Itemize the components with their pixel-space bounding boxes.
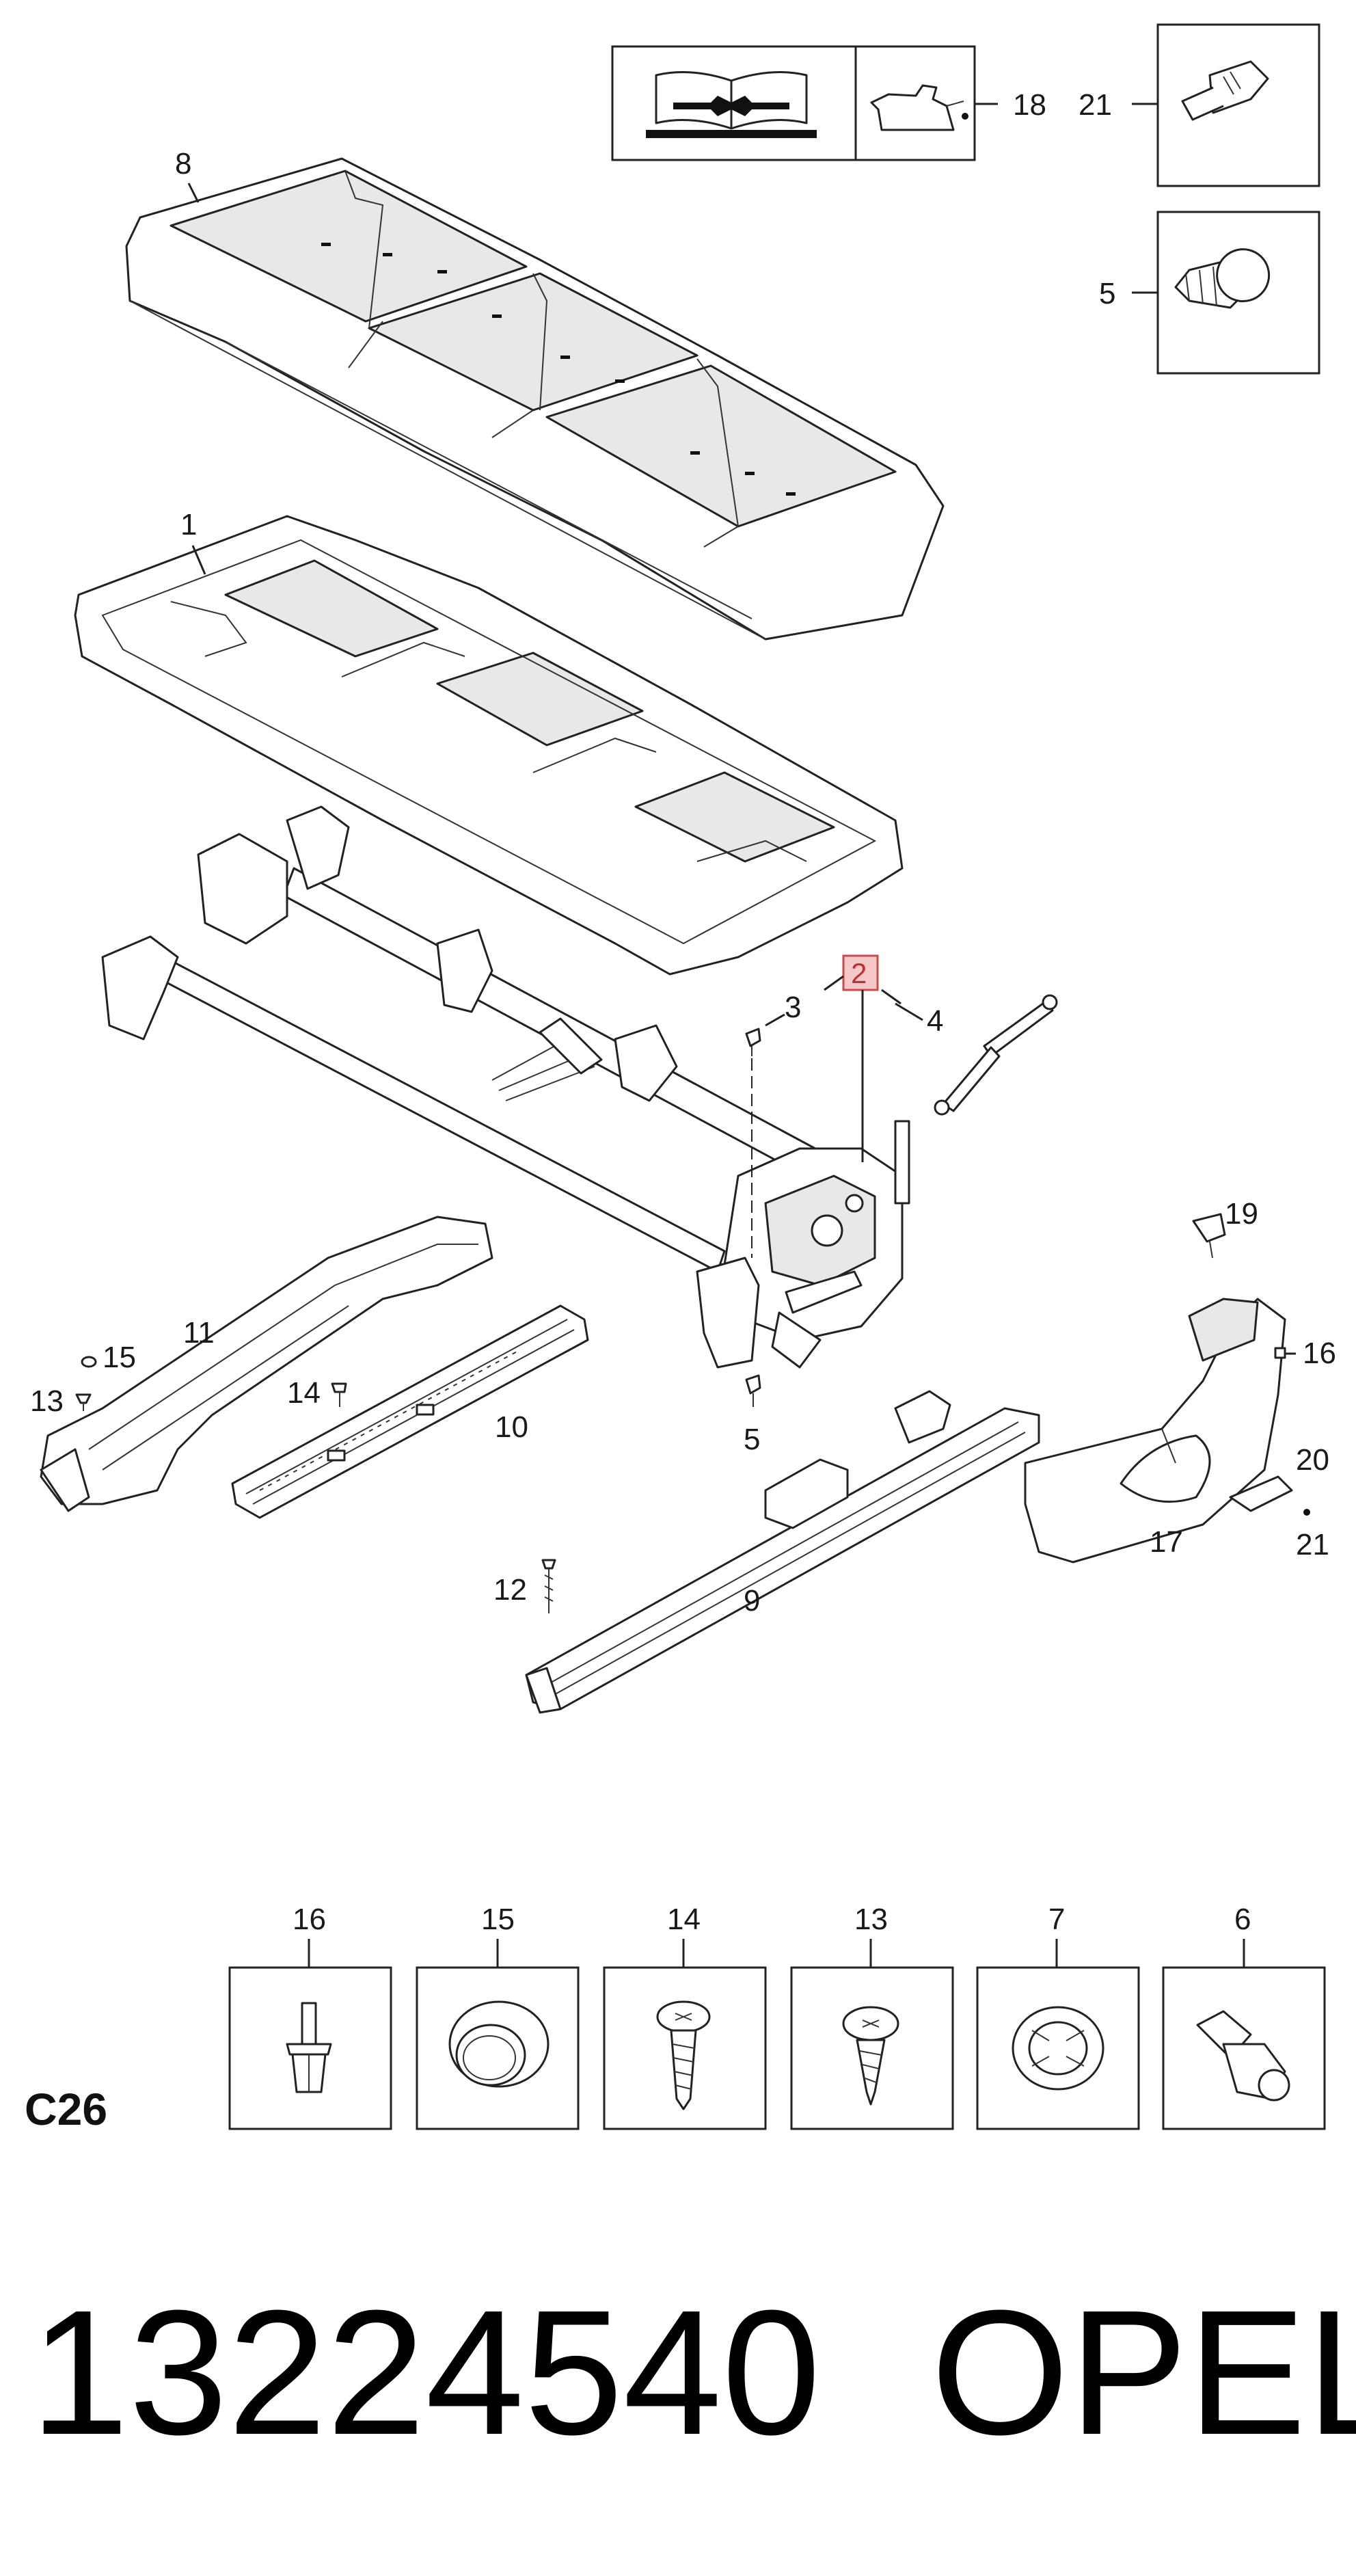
fastener-row: 16 15 14 13 (228, 1903, 1326, 2130)
detail-box-21 (1156, 23, 1320, 187)
grommet-15-small (81, 1356, 97, 1368)
callout-20: 20 (1296, 1443, 1329, 1477)
callout-2-highlight (842, 954, 879, 991)
detail-box-5 (1156, 211, 1320, 375)
section-code: C26 (25, 2084, 107, 2134)
callout-8: 8 (175, 147, 191, 180)
manual-book-icon (646, 71, 817, 138)
trim-cover-17 (1024, 1298, 1286, 1564)
row-label-7: 7 (1048, 1903, 1065, 1936)
callout-19: 19 (1225, 1197, 1258, 1231)
part-number: 13224540 (30, 2274, 821, 2472)
row-label-6: 6 (1234, 1903, 1251, 1936)
seat-cushion (125, 157, 945, 641)
callout-18: 18 (1013, 88, 1046, 122)
brand-name: OPEL (931, 2274, 1356, 2472)
screw-3 (745, 1028, 761, 1056)
plug-icon (1196, 2010, 1290, 2102)
callout-21-top: 21 (1079, 88, 1112, 122)
torx-screw-icon (656, 2000, 711, 2110)
screw-21-small (1303, 1509, 1310, 1516)
clip-16-small (1274, 1347, 1286, 1359)
callout-9: 9 (744, 1584, 760, 1618)
manual-oil-box (611, 45, 998, 161)
rail-9 (525, 1390, 1040, 1714)
callout-10: 10 (495, 1410, 528, 1444)
callout-4: 4 (927, 1004, 943, 1038)
rail-10 (231, 1304, 589, 1519)
cap-20 (1229, 1475, 1293, 1512)
callout-21: 21 (1296, 1528, 1329, 1561)
clip-19 (1192, 1213, 1226, 1259)
bolt-12 (541, 1559, 556, 1613)
screw-13-small (75, 1393, 92, 1411)
grommet-icon (448, 2000, 550, 2088)
row-label-16: 16 (293, 1903, 326, 1936)
callout-13: 13 (30, 1384, 64, 1418)
slide-11 (40, 1216, 493, 1512)
tapping-screw-icon (842, 2006, 899, 2106)
callout-11: 11 (183, 1316, 215, 1350)
callout-1: 1 (180, 508, 197, 541)
seat-frame (74, 515, 904, 976)
clip-nut-icon (1012, 2006, 1104, 2091)
callout-16: 16 (1303, 1337, 1336, 1370)
seat-mechanism (101, 805, 910, 1369)
screw-5 (745, 1374, 761, 1407)
callout-12: 12 (493, 1573, 527, 1607)
screw-14-small (331, 1382, 347, 1407)
callout-17: 17 (1150, 1525, 1183, 1559)
row-label-14: 14 (667, 1903, 701, 1936)
callout-5-top: 5 (1099, 277, 1115, 310)
gas-strut-4 (934, 994, 1058, 1116)
callout-2: 2 (851, 957, 867, 989)
row-label-13: 13 (854, 1903, 888, 1936)
row-label-15: 15 (481, 1903, 515, 1936)
callout-5: 5 (744, 1423, 760, 1456)
callout-14: 14 (287, 1376, 321, 1410)
callout-3: 3 (785, 991, 801, 1024)
push-pin-icon (286, 2002, 332, 2093)
callout-15: 15 (103, 1341, 136, 1374)
oil-can-icon (870, 84, 968, 131)
